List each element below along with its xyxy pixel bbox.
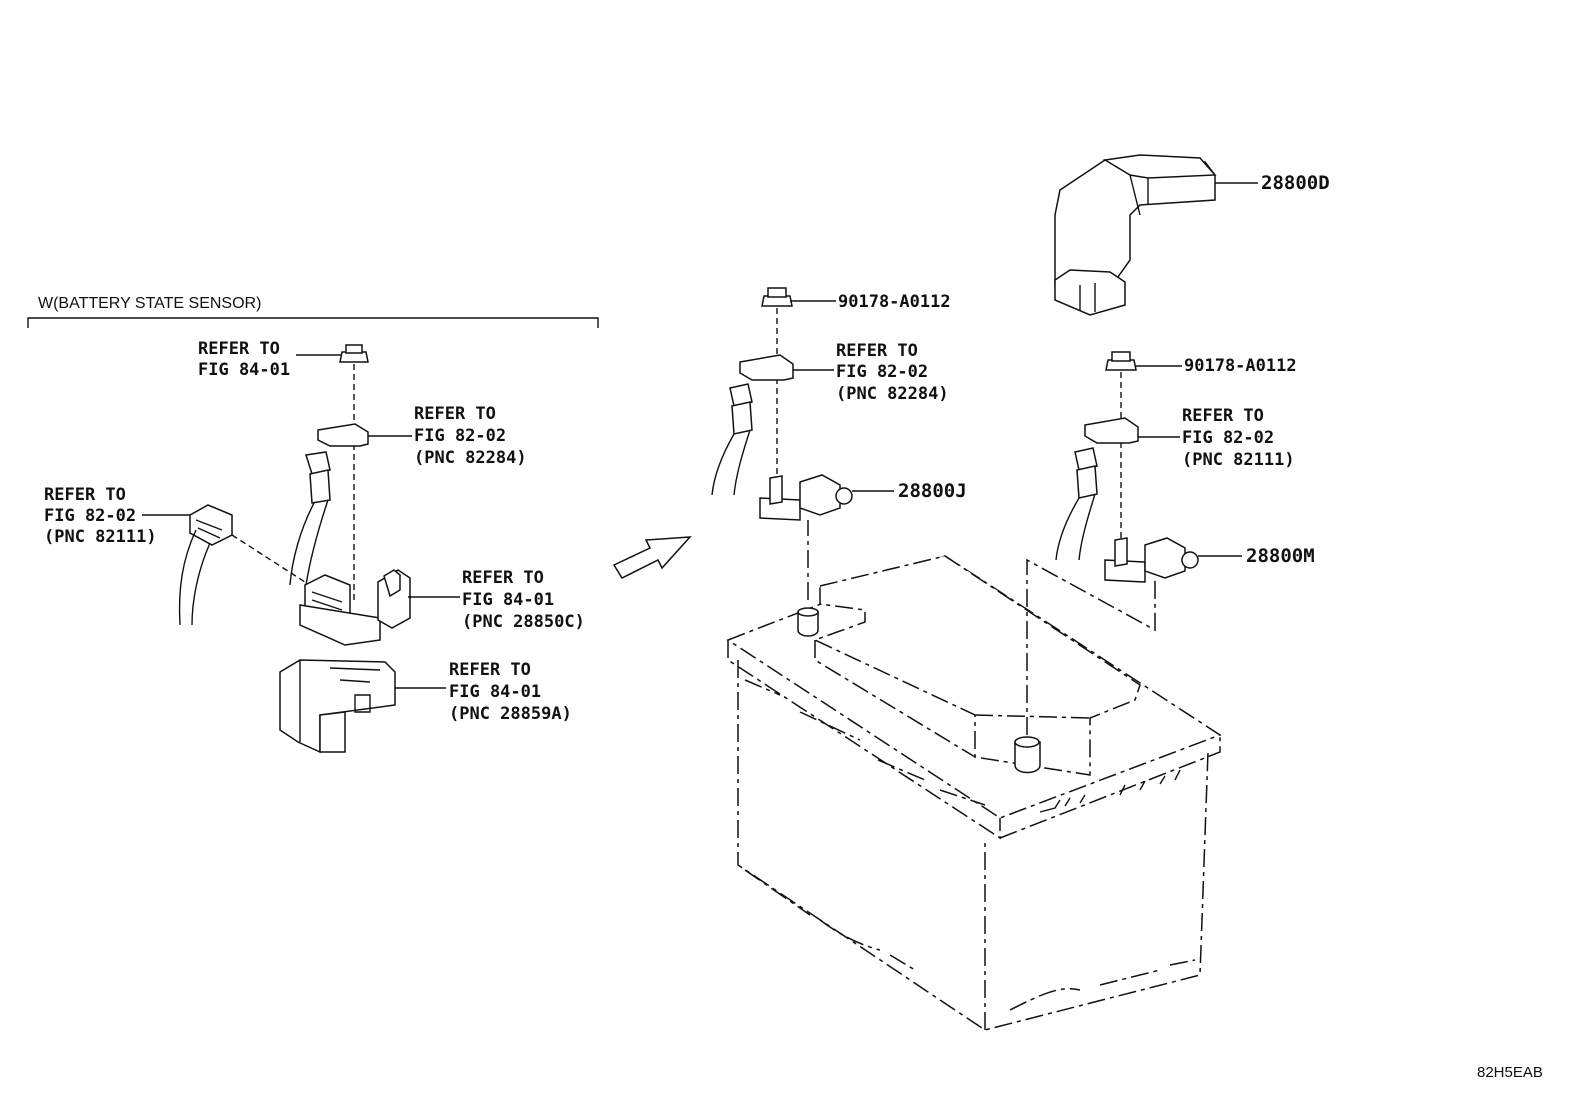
positive-terminal-group: 90178-A0112 REFER TO FIG 82-02 (PNC 8228… [711,287,967,521]
left-sensor-cover [279,659,396,754]
negative-terminal-group: 28800D 90178-A0112 REFER TO FIG 82-02 (P… [1054,154,1330,583]
battery-state-sensor-group: W(BATTERY STATE SENSOR) [27,295,599,754]
left-bolt [339,344,369,363]
ref-label-middle: REFER TO FIG 82-02 (PNC 82284) [836,341,949,404]
ref-label-cable: REFER TO FIG 82-02 (PNC 82284) [414,404,527,468]
ref-label-right: REFER TO FIG 82-02 (PNC 82111) [1182,406,1295,470]
right-cable-terminal [1055,417,1139,561]
negative-post [1014,736,1041,774]
ref-label-sensor: REFER TO FIG 84-01 (PNC 28850C) [462,568,585,632]
part-number-bolt-middle: 90178-A0112 [838,292,951,312]
part-number-28800J: 28800J [898,480,967,502]
battery [726,520,1222,1031]
middle-bolt [761,287,793,307]
part-number-28800D: 28800D [1261,172,1330,194]
section-header: W(BATTERY STATE SENSOR) [38,295,261,312]
positive-post [797,607,819,637]
left-cable-terminal [289,423,369,586]
right-bolt [1105,351,1137,371]
terminal-28800M [1104,537,1199,583]
ref-label-cover: REFER TO FIG 84-01 (PNC 28859A) [449,660,572,724]
left-connector-plug [178,504,233,626]
terminal-28800J [759,474,853,521]
middle-cable-terminal [711,354,794,496]
ref-label-plug: REFER TO FIG 82-02 (PNC 82111) [44,485,157,547]
left-sensor-assembly [299,569,411,646]
direction-arrow [612,536,692,579]
section-bracket [27,317,599,328]
part-number-28800M: 28800M [1246,545,1315,567]
terminal-cover-28800D [1054,154,1217,316]
part-number-bolt-right: 90178-A0112 [1184,356,1297,376]
ref-label-bolt: REFER TO FIG 84-01 [198,339,290,380]
figure-code: 82H5EAB [1477,1064,1543,1081]
